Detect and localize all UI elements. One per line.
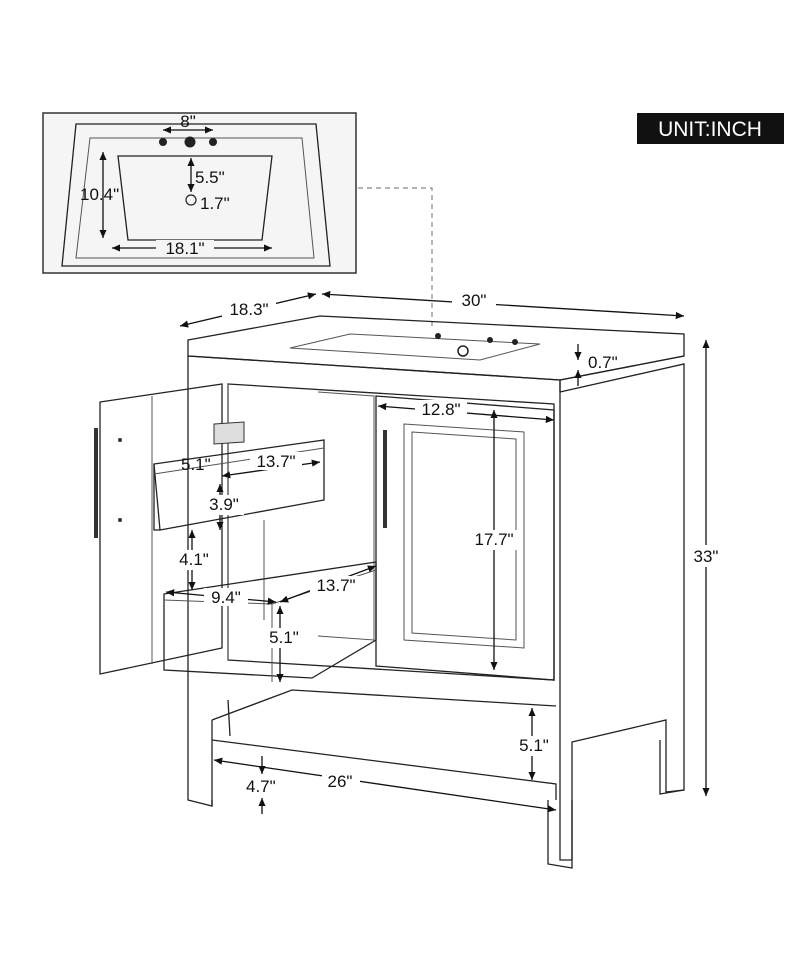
dim-lower-drawer-depth: 13.7" xyxy=(316,576,355,595)
inset-drain-diameter: 1.7" xyxy=(200,194,230,213)
dimensions: 18.3" 30" 0.7" 33" 12.8" 17.7" 5.1" 26" xyxy=(165,290,724,814)
inset-faucet-spacing: 8" xyxy=(180,112,196,131)
faucet-hole-left-icon xyxy=(159,138,167,146)
dim-total-height: 33" xyxy=(694,547,719,566)
dim-lower-drawer-width: 9.4" xyxy=(211,588,241,607)
unit-badge: UNIT:INCH xyxy=(637,113,784,144)
drain-icon xyxy=(185,194,197,206)
dim-lower-drawer-height: 5.1" xyxy=(269,628,299,647)
dim-shelf-floor-gap: 5.1" xyxy=(519,736,549,755)
dim-shelf-width: 26" xyxy=(328,772,353,791)
dim-leg-height: 4.7" xyxy=(246,777,276,796)
hinge-icon xyxy=(213,421,245,445)
left-door-open xyxy=(99,383,223,675)
unit-label: UNIT:INCH xyxy=(658,118,762,141)
dim-door-opening-height: 17.7" xyxy=(474,530,513,549)
upper-drawer xyxy=(153,439,325,531)
dim-upper-drawer-inner-height: 3.9" xyxy=(209,495,239,514)
inset-basin-depth: 10.4" xyxy=(80,185,119,204)
inset-faucet-to-drain: 5.5" xyxy=(195,168,225,187)
sink-inset: 8" 10.4" 5.5" 1.7" 18.1" xyxy=(42,112,357,274)
inset-basin-width: 18.1" xyxy=(165,239,204,258)
dim-total-width: 30" xyxy=(462,291,487,310)
dim-upper-drawer-height: 5.1" xyxy=(181,455,211,474)
faucet-hole-center-icon xyxy=(184,136,196,148)
dim-drawer-spacing: 4.1" xyxy=(179,550,209,569)
dim-total-depth: 18.3" xyxy=(229,300,268,319)
dim-top-thickness: 0.7" xyxy=(588,353,618,372)
dim-door-opening-width: 12.8" xyxy=(421,400,460,419)
inset-leader-line xyxy=(358,187,433,330)
basin-outline xyxy=(117,155,273,241)
faucet-hole-right-icon xyxy=(209,138,217,146)
dim-upper-drawer-depth: 13.7" xyxy=(256,452,295,471)
